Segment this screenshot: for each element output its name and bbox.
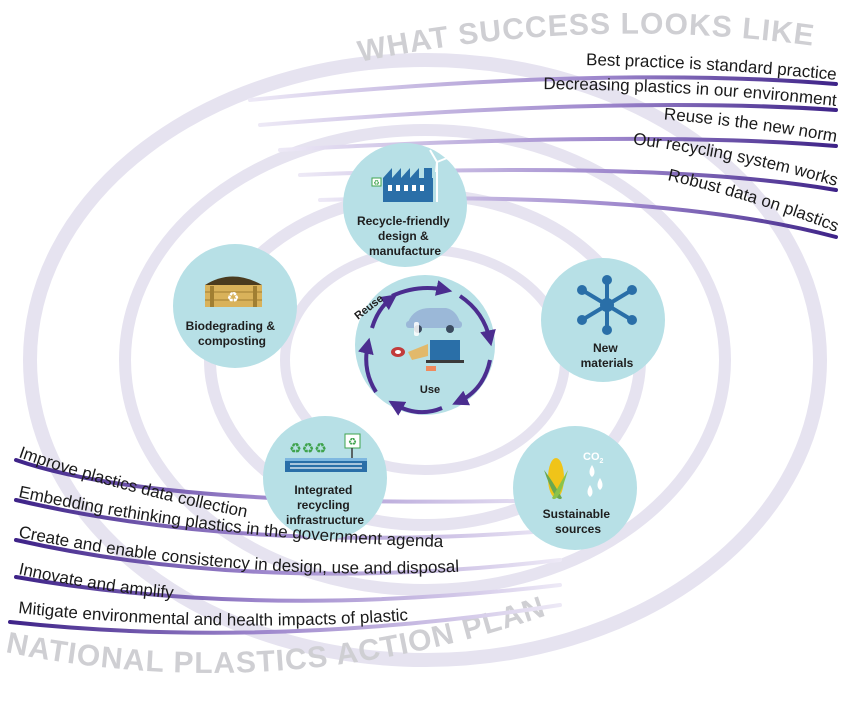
compost-bin-icon: ♻ — [205, 276, 262, 307]
reuse-cycle-arrows — [358, 280, 496, 416]
success-ribbon — [278, 136, 838, 152]
recycle-sign-icon: ♻ — [348, 437, 357, 448]
use-label: Use — [420, 384, 440, 396]
action-ribbon — [14, 458, 562, 504]
molecule-icon — [577, 275, 637, 335]
recycling-facility-icon: ♻♻♻ ♻ — [285, 433, 367, 472]
label-integrated-recycling: Integrated recycling infrastructure — [286, 483, 364, 527]
meat-tray-icon — [391, 347, 405, 357]
co2-label: CO2 — [583, 451, 604, 465]
recycle-symbol-icon: ♻ — [227, 291, 240, 306]
label-tag-icon — [426, 366, 436, 371]
action-ribbon — [14, 575, 562, 603]
label-biodegrading: Biodegrading & composting — [186, 319, 279, 348]
laptop-icon — [426, 340, 464, 363]
action-item: Mitigate environmental and health impact… — [18, 598, 409, 629]
label-sustainable-sources: Sustainable sources — [543, 507, 614, 536]
food-tray-icon — [408, 344, 428, 360]
action-ribbon — [8, 603, 562, 635]
action-ribbon — [14, 498, 562, 540]
label-new-materials: New materials — [581, 341, 634, 370]
label-recycle-friendly: Recycle-friendly design & manufacture — [357, 214, 453, 258]
action-ribbons — [8, 458, 562, 635]
recycle-symbol-icon: ♻ — [373, 179, 379, 187]
success-ribbons — [248, 75, 838, 239]
action-ribbon — [14, 538, 562, 576]
success-ribbon — [248, 75, 838, 102]
corn-icon — [544, 458, 568, 500]
bottle-icon — [414, 322, 419, 336]
water-droplets-icon — [587, 465, 603, 497]
success-ribbon — [258, 103, 838, 127]
circle-sustainable-sources — [513, 426, 637, 550]
factory-icon: ♻ — [371, 149, 448, 202]
recycle-symbols-icon: ♻♻♻ — [289, 442, 327, 457]
